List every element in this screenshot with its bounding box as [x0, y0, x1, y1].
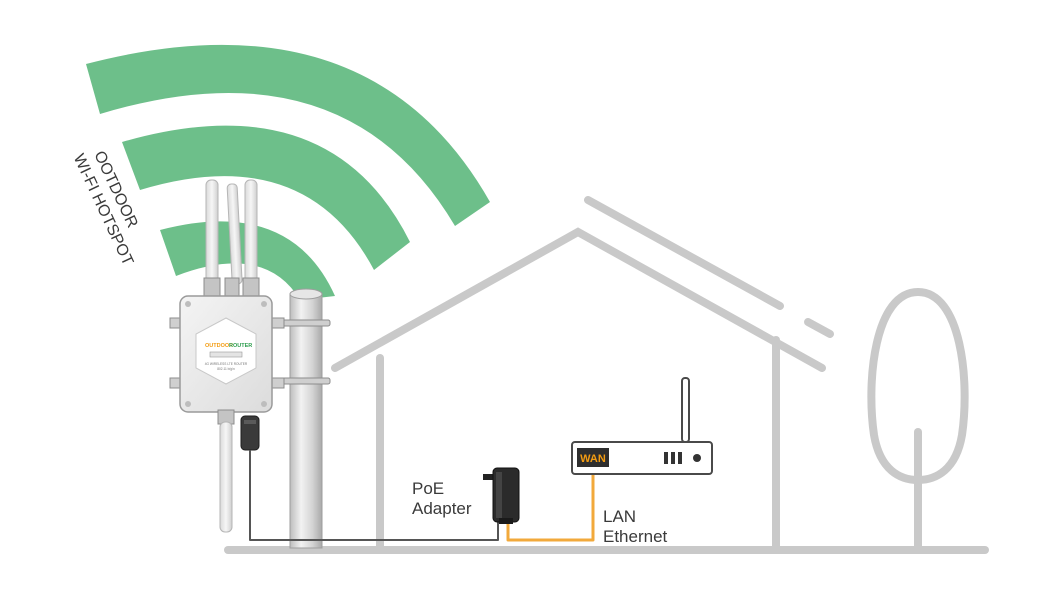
wan-port-label: WAN [580, 453, 606, 465]
lan-ethernet-label-line1: LAN [603, 507, 636, 526]
mounting-pole [281, 288, 331, 549]
indoor-router-device: WAN [571, 377, 713, 475]
tree-icon [867, 287, 969, 550]
house-roof [331, 227, 826, 372]
router-port-strip-icon [209, 351, 243, 358]
router-brand-left: OUTDOOR [205, 343, 233, 349]
cables [249, 450, 595, 542]
wifi-signal-icon [86, 44, 490, 300]
poe-adapter-label-line2: Adapter [412, 499, 472, 518]
router-label-hexagon [195, 317, 257, 385]
outdoor-router-device: OUTDOOR ROUTER 4G WIRELESS LTE ROUTER 80… [169, 179, 285, 533]
antenna-bottom [219, 421, 233, 533]
house-roof-eave-top [584, 196, 784, 310]
cable-lan-ethernet [506, 462, 595, 542]
router-model-line2: 802.11 b/g/n [217, 367, 235, 371]
antenna-top-group [203, 179, 260, 299]
cable-router-to-poe [249, 450, 499, 541]
led-3 [678, 452, 682, 464]
led-2 [671, 452, 675, 464]
house [331, 196, 834, 550]
wifi-arc-middle [122, 125, 410, 270]
router-antenna [681, 377, 690, 443]
house-roof-eave-short [804, 318, 834, 338]
wifi-arc-outer [86, 44, 490, 226]
lan-ethernet-label-line2: Ethernet [603, 527, 668, 546]
poe-adapter-label-line1: PoE [412, 479, 444, 498]
pole-clamp-top [281, 319, 331, 327]
router-brand-right: ROUTER [229, 343, 252, 349]
wan-port [577, 448, 609, 467]
led-1 [664, 452, 668, 464]
poe-adapter-device [483, 467, 520, 524]
power-led [693, 454, 701, 462]
router-model-line1: 4G WIRELESS LTE ROUTER [205, 362, 248, 366]
pole-clamp-bottom [281, 377, 331, 385]
